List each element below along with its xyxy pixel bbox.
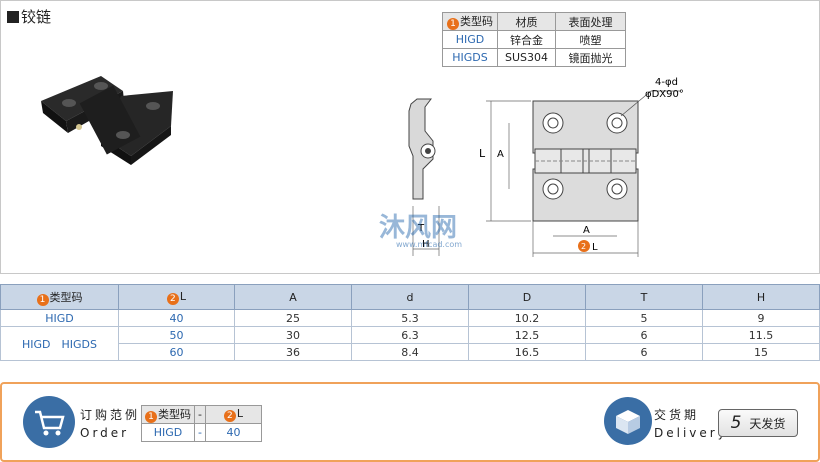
spec-header-H: H (702, 284, 820, 310)
delivery-box-icon (604, 397, 652, 445)
hole-note-1: 4-φd (655, 77, 678, 88)
watermark-url: www.mfcad.com (396, 240, 462, 249)
spec-cell: 11.5 (702, 326, 820, 344)
delivery-days-badge: 5 天发货 (718, 409, 798, 437)
material-cell: 镜面抛光 (555, 48, 626, 67)
spec-header-T: T (585, 284, 703, 310)
spec-cell: 6 (585, 326, 703, 344)
spec-cell: 10.2 (468, 309, 586, 327)
material-cell: HIGDS (442, 48, 498, 67)
spec-cell: 60 (118, 343, 235, 361)
material-cell: SUS304 (497, 48, 556, 67)
order-value: - (194, 423, 206, 442)
spec-cell: 40 (118, 309, 235, 327)
dim-T-label: T (417, 223, 425, 234)
material-cell: 锌合金 (497, 30, 556, 49)
table-row: 60 36 8.4 16.5 6 15 (1, 343, 820, 361)
spec-header-A: A (234, 284, 352, 310)
spec-cell: 8.4 (351, 343, 469, 361)
title-square-icon (7, 10, 19, 23)
material-cell: 喷塑 (555, 30, 626, 49)
dim-L-label: L (479, 147, 486, 160)
spec-cell: 5 (585, 309, 703, 327)
cart-icon (23, 396, 75, 448)
table-row: HIGD 40 25 5.3 10.2 5 9 (0, 309, 820, 327)
spec-cell: 50 (118, 326, 235, 344)
spec-cell: 15 (702, 343, 820, 361)
order-header-dash: - (194, 405, 206, 424)
spec-cell: 16.5 (468, 343, 586, 361)
technical-drawing: H T 4-φd φDX90° L A A (379, 77, 684, 257)
spec-header-D: D (468, 284, 586, 310)
dim-H-label: H (422, 239, 430, 250)
spec-cell: 5.3 (351, 309, 469, 327)
dim-num2: 2 (581, 242, 586, 251)
order-value: HIGD (141, 423, 195, 442)
material-header-finish: 表面处理 (555, 12, 626, 31)
spec-cell: 6 (585, 343, 703, 361)
spec-cell: 36 (234, 343, 352, 361)
dim-L2-label: L (592, 242, 598, 253)
spec-cell: 9 (702, 309, 820, 327)
spec-cell: HIGD HIGDS (0, 326, 119, 361)
spec-cell: HIGD (0, 309, 119, 327)
dim-A2-label: A (583, 225, 590, 236)
hole-note-2: φDX90° (645, 89, 684, 100)
page-title: 铰链 (7, 6, 51, 27)
dim-A-label: A (497, 149, 504, 160)
delivery-label: 交货期 Delivery (654, 408, 728, 440)
spec-cell: 30 (234, 326, 352, 344)
hinge-photo (41, 76, 173, 165)
spec-cell: 25 (234, 309, 352, 327)
spec-cell: 12.5 (468, 326, 586, 344)
material-header-material: 材质 (497, 12, 556, 31)
watermark: 沐风网 (379, 213, 457, 243)
table-row: HIGD HIGDS 50 30 6.3 12.5 6 11.5 (0, 326, 820, 361)
order-label: 订购范例 Order (80, 408, 141, 440)
spec-header-d: d (351, 284, 469, 310)
spec-cell: 6.3 (351, 326, 469, 344)
order-value: 40 (204, 423, 262, 442)
material-cell: HIGD (442, 30, 498, 49)
